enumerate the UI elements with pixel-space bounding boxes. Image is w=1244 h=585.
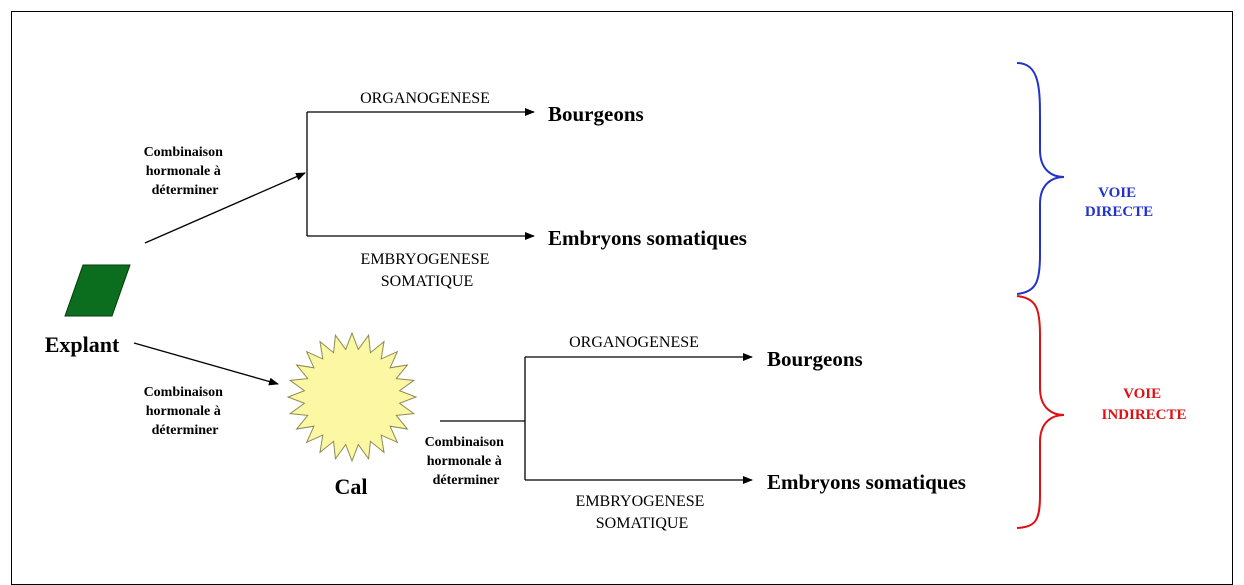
callus-label: Cal: [335, 474, 368, 499]
direct-result-buds: Bourgeons: [548, 102, 644, 126]
explant-label: Explant: [45, 332, 120, 357]
indirect-result-buds: Bourgeons: [767, 347, 863, 371]
explant-to-callus-arrow: [133, 342, 279, 386]
indirect-brace: [1016, 295, 1065, 529]
direct-hormone-label: Combinaison hormonale à déterminer: [144, 145, 227, 198]
explant-to-direct-arrow: [144, 172, 306, 244]
direct-embryogenesis-label: EMBRYOGENESE SOMATIQUE: [361, 251, 494, 290]
indirect-pathway-label: VOIE INDIRECTE: [1101, 386, 1186, 423]
direct-organogenesis-label: ORGANOGENESE: [360, 90, 490, 107]
direct-result-somatic-embryos: Embryons somatiques: [548, 226, 747, 250]
indirect-result-somatic-embryos: Embryons somatiques: [767, 470, 966, 494]
indirect-hormone-label: Combinaison hormonale à déterminer: [144, 385, 227, 438]
explant-shape: [64, 264, 131, 317]
callus-hormone-label: Combinaison hormonale à déterminer: [425, 435, 508, 488]
direct-brace: [1016, 62, 1065, 295]
direct-pathway-label: VOIE DIRECTE: [1085, 185, 1153, 220]
indirect-organogenesis-label: ORGANOGENESE: [569, 334, 699, 351]
indirect-embryogenesis-label: EMBRYOGENESE SOMATIQUE: [576, 493, 709, 532]
callus-starburst: [286, 331, 418, 463]
